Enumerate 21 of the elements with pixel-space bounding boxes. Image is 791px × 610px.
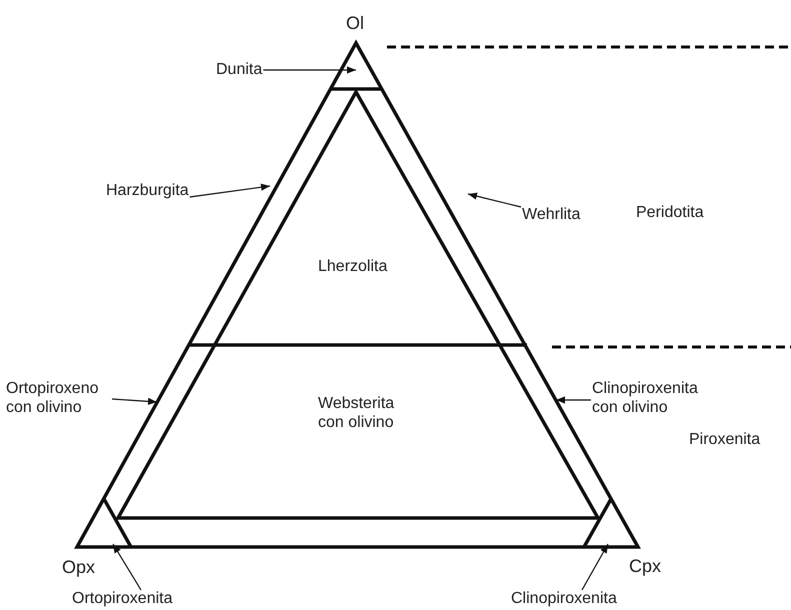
rock-name: Ortopiroxenita xyxy=(72,589,172,608)
leader-arrow xyxy=(581,544,609,590)
leader-arrow xyxy=(112,544,142,590)
leader-arrow xyxy=(556,396,591,404)
vertex-label: Opx xyxy=(62,558,96,577)
rock-name: Clinopiroxenita xyxy=(511,589,617,608)
rock-group-label: Peridotita xyxy=(636,203,704,222)
rock-name: Lherzolita xyxy=(318,257,388,276)
rock-name: Wehrlita xyxy=(522,205,580,224)
vertex-label: Cpx xyxy=(629,557,662,576)
vertex-label: Ol xyxy=(346,14,364,33)
rock-name: Dunita xyxy=(216,60,262,79)
leader-arrow xyxy=(263,66,356,74)
leader-arrow xyxy=(190,184,270,198)
rock-name: Ortopiroxeno con olivino xyxy=(6,379,111,417)
leader-arrow xyxy=(112,398,158,405)
rock-name: Clinopiroxenita con olivino xyxy=(592,379,720,417)
leader-arrow xyxy=(468,192,522,208)
rock-group-label: Piroxenita xyxy=(689,430,760,449)
rock-name: Harzburgita xyxy=(106,181,189,200)
rock-name: Websterita con olivino xyxy=(318,394,396,432)
